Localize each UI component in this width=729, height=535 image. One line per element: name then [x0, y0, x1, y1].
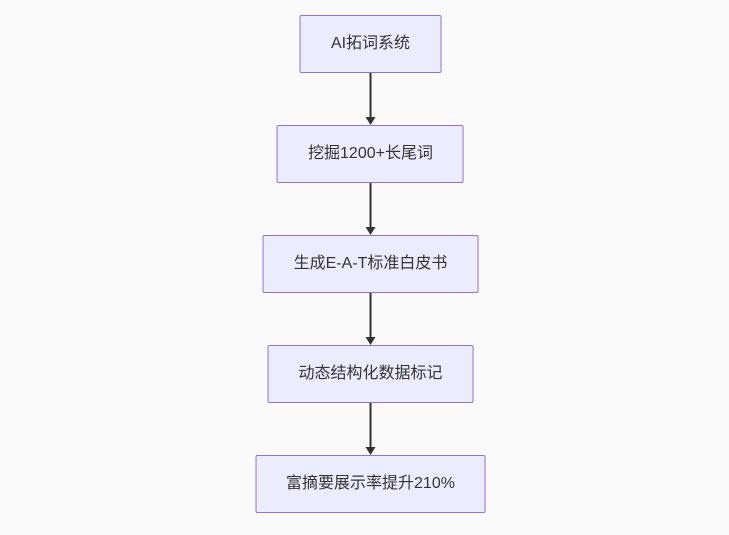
flow-arrow	[369, 293, 372, 337]
flow-node: 动态结构化数据标记	[267, 345, 474, 403]
flow-node: 富摘要展示率提升210%	[255, 455, 486, 513]
flow-node: AI拓词系统	[299, 15, 442, 73]
flow-node: 挖掘1200+长尾词	[277, 125, 464, 183]
flow-node: 生成E-A-T标准白皮书	[262, 235, 479, 293]
flow-arrow	[369, 183, 372, 227]
flow-arrow	[369, 73, 372, 117]
flow-arrow	[369, 403, 372, 447]
flowchart-column: AI拓词系统 挖掘1200+长尾词 生成E-A-T标准白皮书 动态结构化数据标记…	[255, 15, 486, 513]
